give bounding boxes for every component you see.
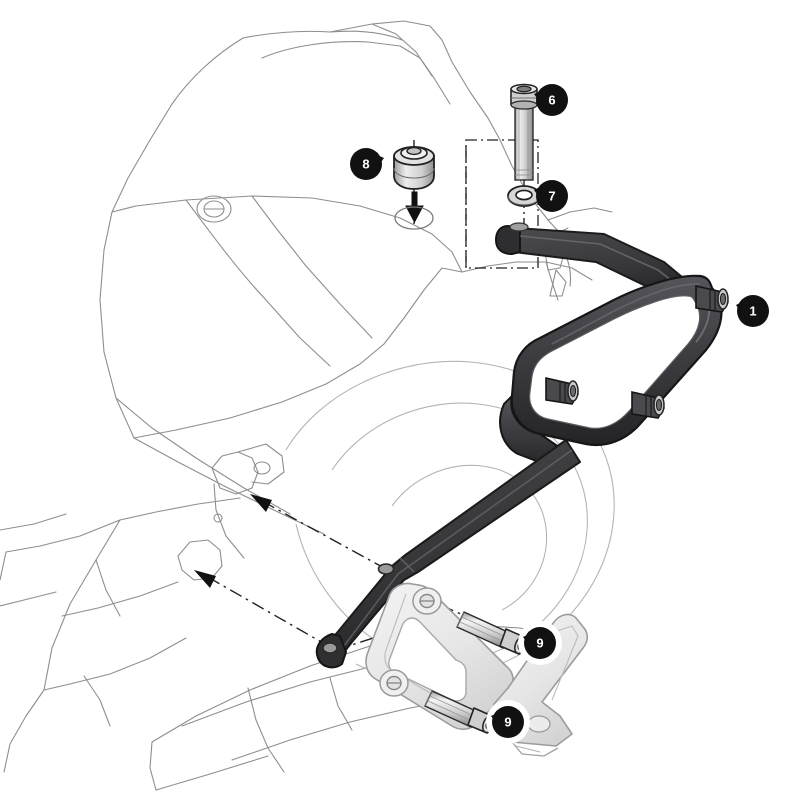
- callout-6[interactable]: 6: [534, 84, 568, 116]
- callout-8[interactable]: 8: [350, 148, 384, 180]
- side-case-holder-bracket[interactable]: [315, 222, 729, 669]
- spacer-bolt-upper-right: [695, 284, 729, 313]
- spacer-bolt-lower-left: [545, 376, 579, 405]
- hidden-detail-box: [465, 139, 539, 269]
- callout-1[interactable]: 1: [736, 295, 769, 327]
- washer[interactable]: [507, 185, 541, 207]
- callout-7[interactable]: 7: [534, 180, 568, 212]
- hex-socket-bolt-long[interactable]: [510, 83, 538, 181]
- rubber-grommet-bushing[interactable]: [393, 146, 435, 230]
- assembly-arrow-heads: [194, 494, 272, 588]
- spacer-bolt-bottom-middle: [631, 390, 665, 419]
